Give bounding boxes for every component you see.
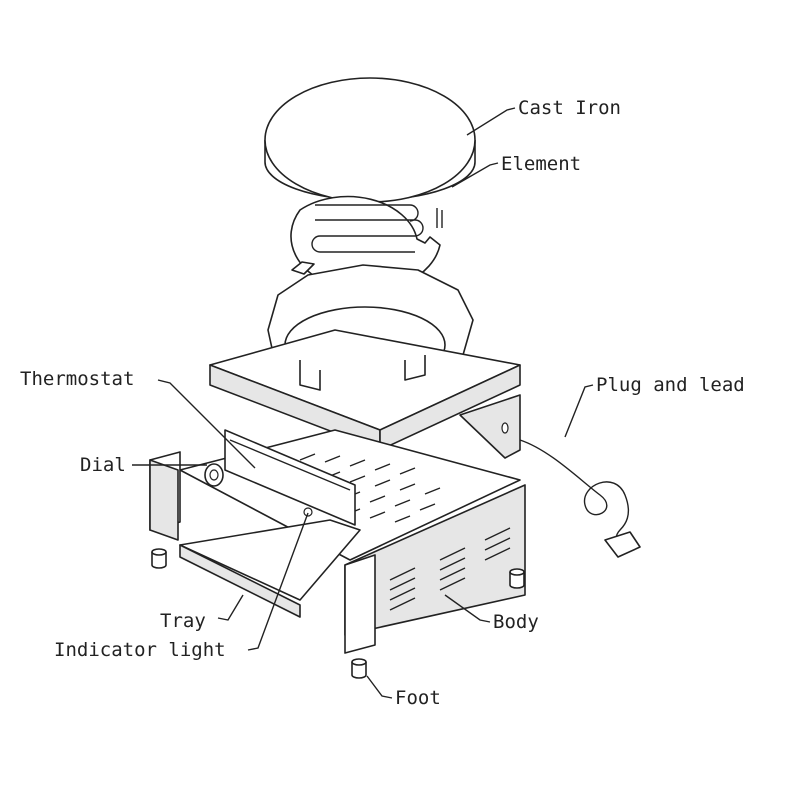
feet (151, 548, 525, 679)
label-body: Body (493, 611, 539, 633)
plug-and-lead (519, 439, 641, 558)
label-tray: Tray (160, 610, 206, 632)
vent-slots (389, 527, 511, 611)
cast-iron-plate (264, 77, 476, 203)
label-cast-iron: Cast Iron (518, 97, 621, 119)
label-dial: Dial (80, 454, 126, 476)
control-panel (224, 429, 356, 526)
label-element: Element (501, 153, 582, 175)
tray (179, 519, 361, 618)
heating-element (290, 195, 443, 292)
label-plug-and-lead: Plug and lead (596, 374, 745, 396)
top-panel (209, 329, 521, 451)
dial (204, 463, 224, 487)
label-thermostat: Thermostat (20, 368, 135, 390)
indicator-light (303, 507, 313, 517)
rear-rail (459, 394, 521, 459)
leader-lines (132, 107, 594, 699)
label-foot: Foot (395, 687, 441, 709)
label-indicator-light: Indicator light (54, 639, 226, 661)
